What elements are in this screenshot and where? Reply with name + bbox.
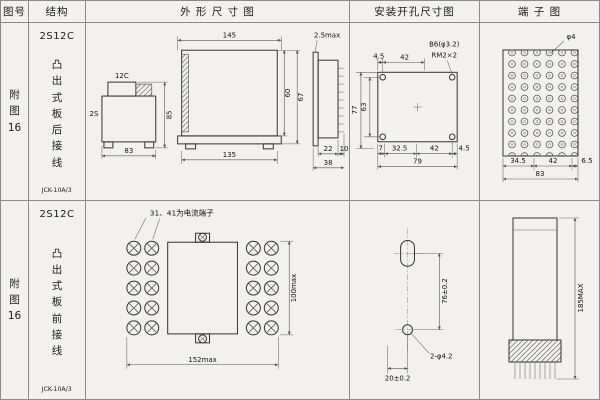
- relay-type-label: JCK-10A/3: [42, 385, 72, 393]
- install-cell-row1: B6(φ3.2) RM2×2 4.5 42 63 77 7 32.5 42: [350, 23, 480, 201]
- dim-345: 34.5: [510, 157, 526, 165]
- structure-desc: 凸出式板后接线: [51, 59, 63, 169]
- dim-100max: 100max: [290, 274, 298, 302]
- dim-38: 38: [324, 158, 333, 166]
- dim-22: 22: [324, 144, 333, 152]
- hole-spec-b6: B6(φ3.2): [429, 40, 459, 48]
- install-hole-drawing-row1: B6(φ3.2) RM2×2 4.5 42 63 77 7 32.5 42: [351, 40, 470, 170]
- dim-20: 20±0.2: [385, 374, 411, 382]
- outline-drawing-rear-wiring: 12C 2S 83 85 145 135 60 67: [90, 31, 349, 171]
- current-terminal-note: 31、41为电流端子: [150, 207, 214, 217]
- dim-65: 6.5: [581, 157, 592, 165]
- dim-135: 135: [223, 150, 236, 158]
- dim-45-bottom: 4.5: [459, 144, 470, 152]
- fig-no-text: 附图16: [7, 89, 22, 134]
- structure-row1: 2S12C 凸出式板后接线 JCK-10A/3: [29, 23, 86, 201]
- dim-42-top: 42: [400, 53, 409, 61]
- install-cell-row2: 76±0.2 2-φ4.2 20±0.2: [350, 201, 480, 399]
- dim-85: 85: [166, 110, 174, 119]
- dim-45-top: 4.5: [373, 52, 384, 60]
- outline-cell-row2: 31、41为电流端子 100max 152max: [86, 201, 350, 399]
- model-label: 2S12C: [39, 31, 75, 42]
- col-header-install: 安装开孔尺寸图: [350, 1, 480, 23]
- dim-12c: 12C: [115, 72, 129, 80]
- col-header-terminal: 端 子 图: [480, 1, 599, 23]
- model-label: 2S12C: [39, 209, 75, 220]
- terminal-drawing-row2: 185MAX: [508, 217, 585, 380]
- structure-desc: 凸出式板前接线: [51, 247, 63, 358]
- outline-cell-row1: 12C 2S 83 85 145 135 60 67: [86, 23, 350, 201]
- dim-7: 7: [379, 144, 383, 152]
- install-hole-drawing-row2: 76±0.2 2-φ4.2 20±0.2: [385, 228, 453, 382]
- dim-185max: 185MAX: [577, 283, 585, 312]
- fig-no-text: 附图16: [7, 277, 22, 323]
- dim-60: 60: [284, 88, 292, 97]
- dim-83-terminal: 83: [535, 170, 544, 178]
- dim-325: 32.5: [392, 144, 407, 152]
- terminal-cell-row2: 185MAX: [480, 201, 599, 399]
- dim-42-bottom: 42: [430, 144, 439, 152]
- terminal-cell-row1: φ4 34.5 42 6.5 83: [480, 23, 599, 201]
- fig-no-row1: 附图16: [1, 23, 29, 201]
- dim-76: 76±0.2: [441, 278, 449, 304]
- col-header-outline: 外 形 尺 寸 图: [86, 1, 350, 23]
- dim-77: 77: [351, 105, 359, 114]
- dim-25max: 2.5max: [314, 31, 340, 39]
- dim-42: 42: [548, 157, 557, 165]
- dim-2s: 2S: [90, 109, 99, 117]
- dim-152max: 152max: [188, 356, 216, 364]
- col-header-structure: 结构: [29, 1, 86, 23]
- dim-145: 145: [223, 31, 236, 39]
- outline-drawing-front-wiring: 31、41为电流端子 100max 152max: [126, 207, 298, 369]
- dim-10: 10: [340, 144, 349, 152]
- dim-67: 67: [297, 92, 305, 101]
- dim-83: 83: [124, 146, 133, 154]
- hole-spec-2phi42: 2-φ4.2: [430, 353, 453, 361]
- terminal-drawing-row1: φ4 34.5 42 6.5 83: [502, 33, 592, 182]
- col-header-fig-no: 图号: [1, 1, 29, 23]
- fig-no-row2: 附图16: [1, 201, 29, 399]
- relay-type-label: JCK-10A/3: [42, 186, 72, 194]
- dim-79: 79: [413, 157, 422, 165]
- dim-63: 63: [360, 102, 368, 111]
- hole-spec-rm2: RM2×2: [432, 51, 457, 59]
- dim-phi4: φ4: [566, 33, 576, 41]
- structure-row2: 2S12C 凸出式板前接线 JCK-10A/3: [29, 201, 86, 399]
